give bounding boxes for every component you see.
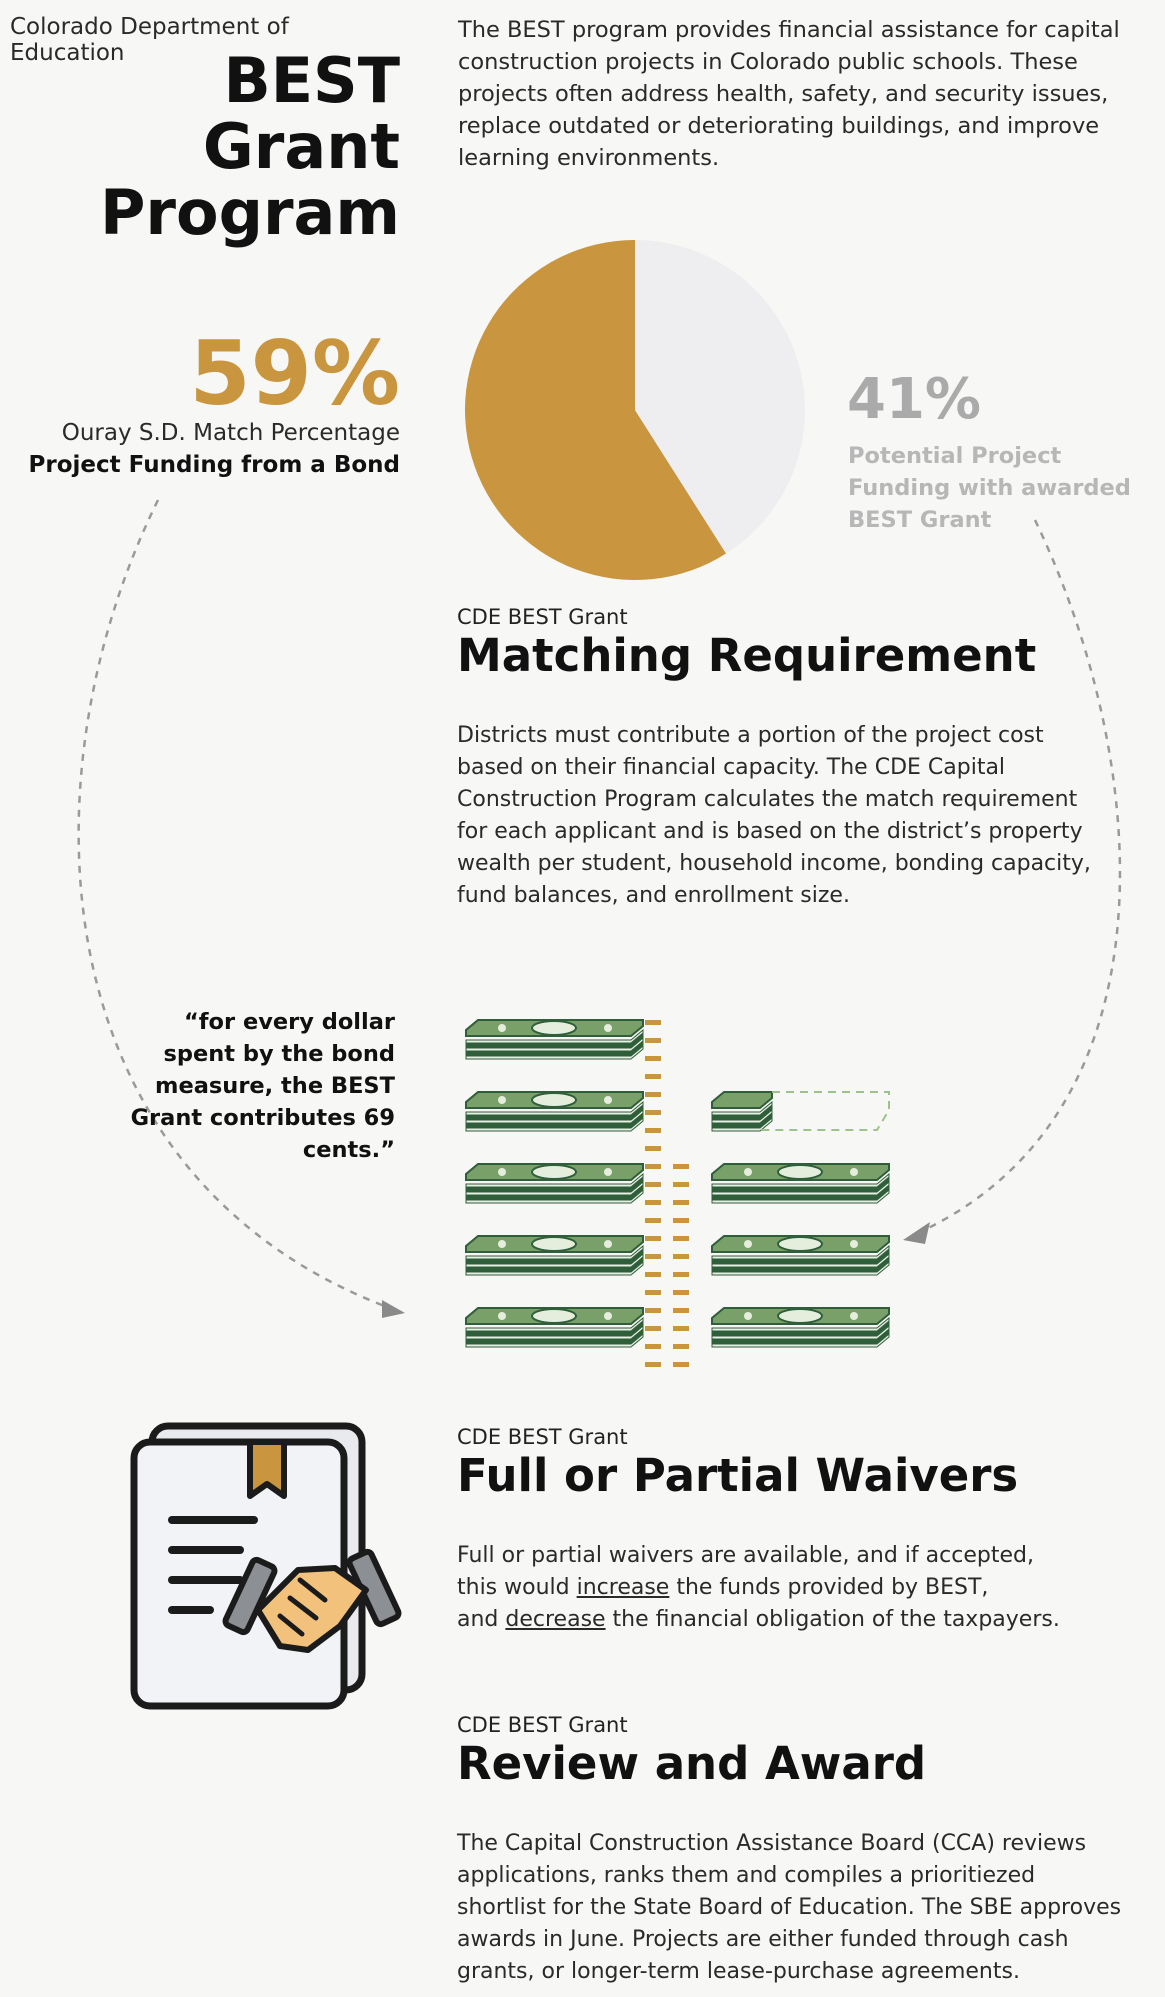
divider-dash: [673, 1218, 689, 1223]
bond-quote: “for every dollar spent by the bond meas…: [130, 1009, 395, 1163]
bond-cash-stack-icon: [465, 1163, 644, 1204]
bond-cash-stack-icon: [465, 1019, 644, 1060]
divider-dash: [645, 1344, 661, 1349]
review-eyebrow: CDE BEST Grant: [457, 1713, 628, 1737]
right-arrowhead: [903, 1222, 930, 1244]
bond-cash-stack-icon: [465, 1307, 644, 1348]
waivers-eyebrow: CDE BEST Grant: [457, 1425, 628, 1449]
matching-heading: Matching Requirement: [457, 629, 1037, 682]
matching-body: Districts must contribute a portion of t…: [457, 723, 1091, 908]
waivers-line-3-post: the financial obligation of the taxpayer…: [605, 1607, 1060, 1632]
local-match-label: Ouray S.D. Match Percentage: [61, 420, 400, 446]
page-title: BEST Grant Program: [30, 48, 400, 246]
waivers-line-1: Full or partial waivers are available, a…: [457, 1543, 1034, 1568]
left-arrowhead: [382, 1300, 405, 1318]
review-heading: Review and Award: [457, 1737, 927, 1790]
grant-cash-stack-icon: [711, 1163, 890, 1204]
grant-percent: 41%: [847, 367, 982, 432]
cash-stacks-graphic: [465, 1019, 890, 1367]
divider-dash: [673, 1164, 689, 1169]
divider-dash: [673, 1236, 689, 1241]
divider-dash: [645, 1362, 661, 1367]
match-pie-chart: [464, 240, 805, 580]
grant-label: Potential Project Funding with awarded B…: [848, 443, 1131, 533]
divider-dash: [645, 1128, 661, 1133]
divider-dash: [673, 1272, 689, 1277]
divider-dash: [645, 1020, 661, 1025]
divider-dash: [673, 1290, 689, 1295]
divider-dash: [645, 1092, 661, 1097]
divider-dash: [673, 1200, 689, 1205]
left-dashed-arrow: [77, 499, 396, 1312]
divider-dash: [645, 1254, 661, 1259]
waivers-line-2: this would increase the funds provided b…: [457, 1572, 1107, 1604]
divider-dash: [645, 1218, 661, 1223]
divider-dash: [673, 1254, 689, 1259]
pie-slice-local-match: [464, 240, 727, 580]
divider-dash: [673, 1326, 689, 1331]
grant-cash-stack-icon: [711, 1235, 890, 1276]
pie-slice-best-grant: [635, 240, 805, 554]
divider-dash: [673, 1344, 689, 1349]
increase-emphasis: increase: [576, 1575, 670, 1600]
divider-dash: [645, 1326, 661, 1331]
title-line-1: BEST Grant: [202, 44, 400, 183]
divider-dash: [673, 1182, 689, 1187]
waivers-line-2-pre: this would: [457, 1575, 577, 1600]
agency-name: Colorado Department of Education: [10, 14, 289, 66]
matching-eyebrow: CDE BEST Grant: [457, 605, 628, 629]
divider-dash: [645, 1182, 661, 1187]
divider-dash: [645, 1038, 661, 1043]
intro-paragraph: The BEST program provides financial assi…: [458, 17, 1120, 171]
divider-dash: [645, 1110, 661, 1115]
divider-dash: [645, 1272, 661, 1277]
bond-cash-stack-icon: [465, 1235, 644, 1276]
divider-dash: [645, 1200, 661, 1205]
divider-dash: [645, 1074, 661, 1079]
agreement-document-handshake-icon: [130, 1422, 402, 1710]
divider-dash: [645, 1146, 661, 1151]
review-body: The Capital Construction Assistance Boar…: [457, 1831, 1122, 1984]
divider-dash: [673, 1362, 689, 1367]
waivers-line-3: and decrease the financial obligation of…: [457, 1604, 1107, 1636]
waivers-heading: Full or Partial Waivers: [457, 1449, 1019, 1502]
bond-cash-stack-icon: [465, 1091, 644, 1132]
decrease-emphasis: decrease: [505, 1607, 606, 1632]
divider-dash: [645, 1290, 661, 1295]
grant-cash-stack-icon: [711, 1307, 890, 1348]
divider-dash: [645, 1308, 661, 1313]
waivers-body: Full or partial waivers are available, a…: [457, 1540, 1107, 1636]
waivers-line-2-post: the funds provided by BEST,: [669, 1575, 989, 1600]
local-match-sublabel: Project Funding from a Bond: [28, 452, 400, 478]
divider-dash: [645, 1056, 661, 1061]
divider-dash: [645, 1236, 661, 1241]
divider-dash: [645, 1164, 661, 1169]
grant-partial-cash-stack-icon: [711, 1091, 890, 1132]
title-line-2: Program: [99, 176, 400, 249]
local-match-percent: 59%: [189, 322, 400, 425]
waivers-line-3-pre: and: [457, 1607, 506, 1632]
divider-dash: [673, 1308, 689, 1313]
